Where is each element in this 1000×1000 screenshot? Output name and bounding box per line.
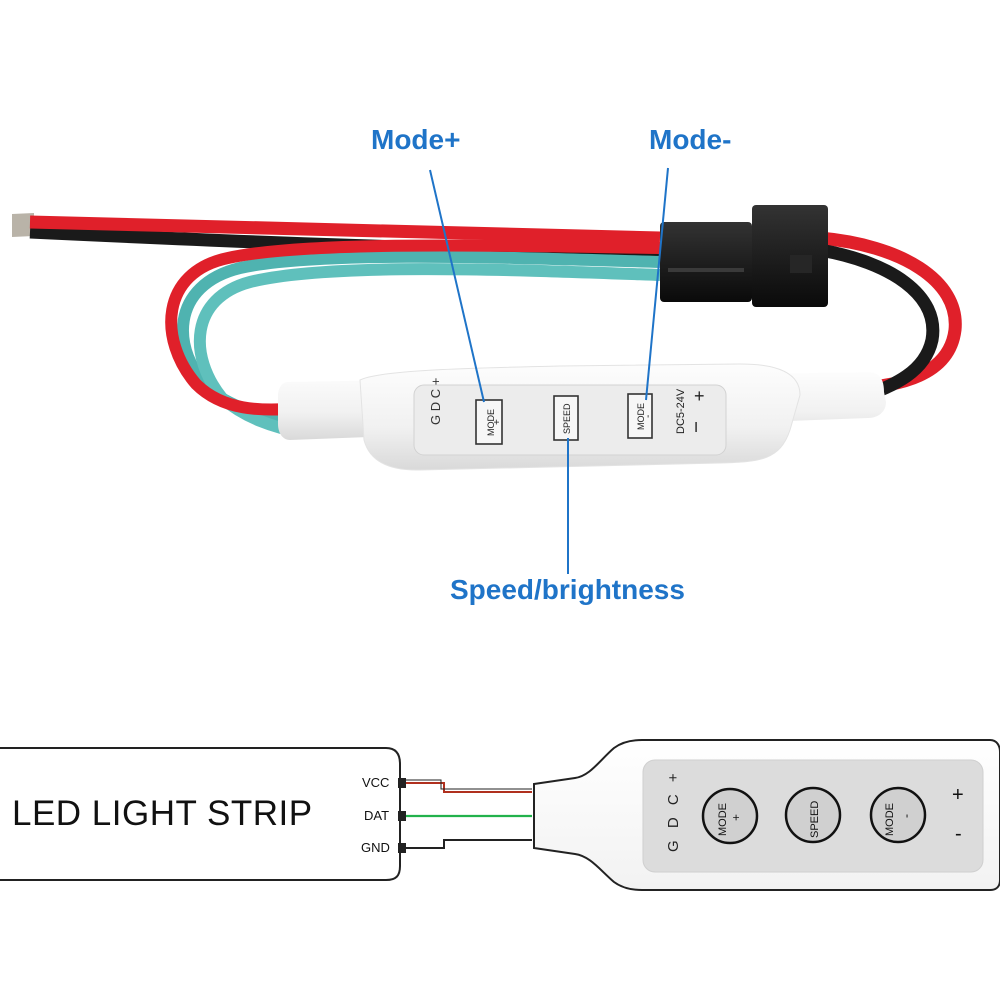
vcc-wire xyxy=(406,782,532,793)
jst-connector xyxy=(660,205,828,307)
vcc-pin-label: VCC xyxy=(362,775,390,790)
photo-mode-minus-sign: - xyxy=(643,415,654,418)
photo-mode-plus-sign: + xyxy=(492,419,503,425)
photo-speed-button[interactable] xyxy=(553,395,579,441)
controller-photo: G D C + MODE + SPEED MODE - DC5-24V + I xyxy=(278,363,886,471)
diagram-polarity-minus: - xyxy=(955,823,962,845)
wiring-diagram: G D C + MODE + SPEED MODE - + - xyxy=(0,739,1000,891)
speed-brightness-callout: Speed/brightness xyxy=(450,574,685,605)
mode-minus-callout-line xyxy=(645,167,669,401)
photo-polarity-minus: I xyxy=(694,419,698,436)
photo-mode-minus-button[interactable] xyxy=(627,393,653,439)
photo-polarity-plus: + xyxy=(694,386,705,406)
dat-pin-label: DAT xyxy=(364,808,390,823)
photo-mode-minus-text: MODE xyxy=(636,403,646,430)
mode-plus-callout-line xyxy=(429,169,485,403)
diagram-mode-plus-text: MODE xyxy=(717,803,729,836)
diagram-mode-plus-button[interactable]: MODE + xyxy=(701,787,759,845)
led-strip-label: LED LIGHT STRIP xyxy=(12,794,313,833)
mode-plus-callout: Mode+ xyxy=(371,124,461,155)
vcc-wire-edge xyxy=(406,779,532,790)
gnd-pin-label: GND xyxy=(361,840,390,855)
photo-speed-text: SPEED xyxy=(562,403,572,434)
mode-minus-callout: Mode- xyxy=(649,124,732,155)
cable-bundle xyxy=(12,213,962,438)
red-wire xyxy=(29,215,661,245)
diagram-mode-minus-text: MODE xyxy=(884,803,896,836)
diagram-mode-minus-sign: - xyxy=(899,814,913,818)
right-black-wire xyxy=(818,243,940,405)
diagram-polarity-plus: + xyxy=(952,784,964,806)
photo-mode-plus-button[interactable] xyxy=(475,399,503,445)
diagram-terminal-labels: G D C + xyxy=(665,769,682,852)
dat-pin xyxy=(398,811,406,821)
diagram-speed-button[interactable]: SPEED xyxy=(784,786,842,844)
vcc-pin xyxy=(398,778,406,788)
gnd-wire xyxy=(406,839,532,849)
gnd-pin xyxy=(398,843,406,853)
bare-wire-tip xyxy=(12,213,34,237)
diagram-mode-minus-button[interactable]: MODE - xyxy=(869,786,927,844)
photo-mode-plus-text: MODE xyxy=(486,409,496,436)
diagram-speed-text: SPEED xyxy=(809,801,821,838)
red-loop-wire xyxy=(165,239,661,416)
diagram-mode-plus-sign: + xyxy=(729,814,743,821)
photo-voltage-label: DC5-24V xyxy=(675,388,687,434)
photo-terminal-labels: G D C + xyxy=(428,378,443,425)
